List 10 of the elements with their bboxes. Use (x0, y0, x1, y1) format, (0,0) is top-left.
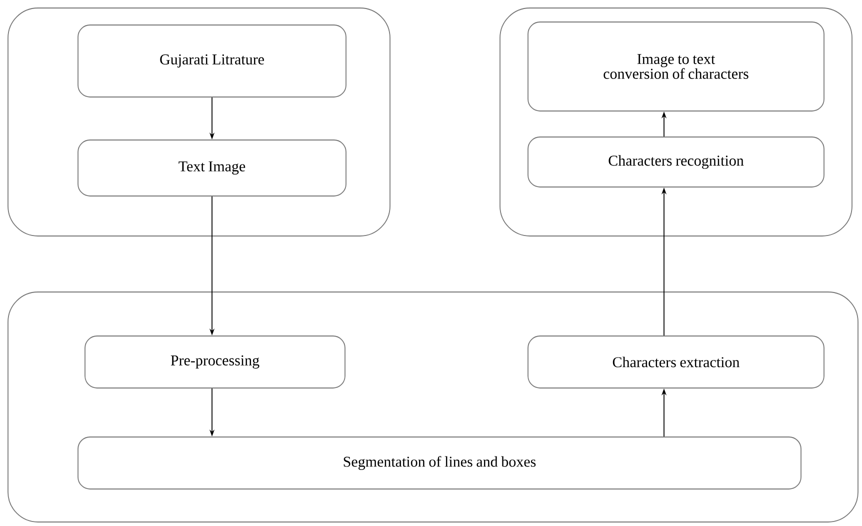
process-box: Segmentation of lines and boxes (78, 436, 802, 490)
process-box: Text Image (78, 140, 346, 196)
process-box: Characters extraction (528, 336, 824, 388)
process-box: Image to text conversion of characters (528, 22, 824, 112)
process-box: Gujarati Litrature (78, 24, 346, 98)
group-box (500, 8, 852, 236)
group-box (8, 292, 858, 522)
process-box: Characters recognition (528, 136, 824, 188)
process-box: Pre-processing (84, 336, 346, 388)
group-box (8, 8, 390, 236)
